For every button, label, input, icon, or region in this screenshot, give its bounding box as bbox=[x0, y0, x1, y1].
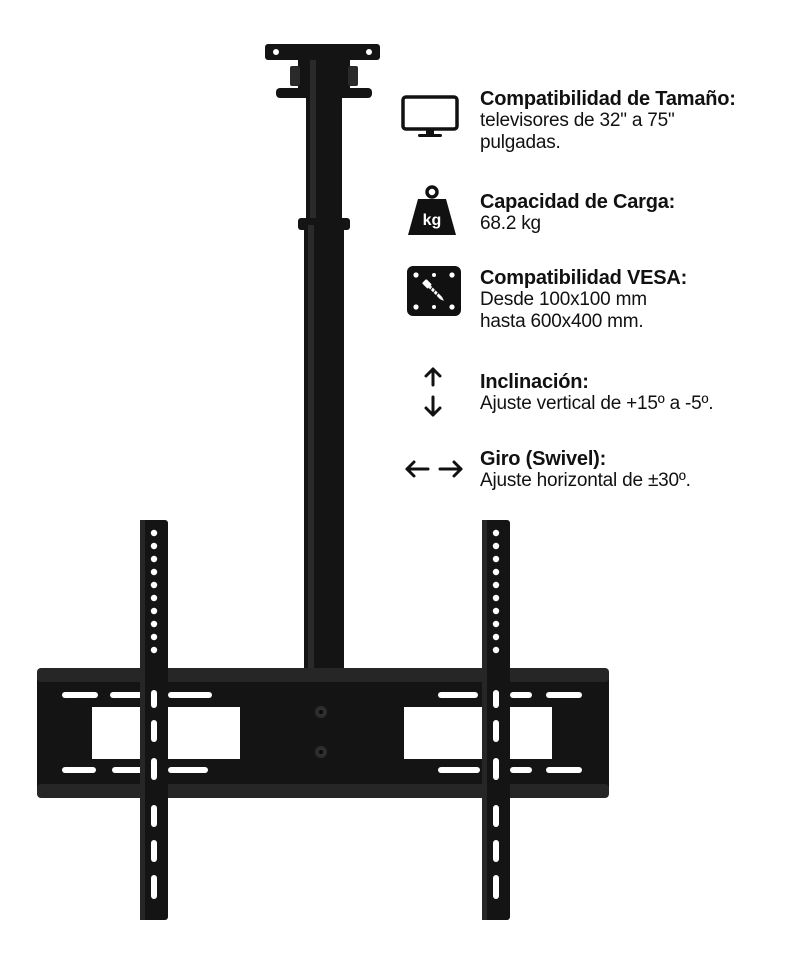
feature-title: Compatibilidad de Tamaño: bbox=[480, 88, 736, 110]
feature-title: Compatibilidad VESA: bbox=[480, 267, 688, 289]
tilt-arrows-icon bbox=[424, 367, 442, 417]
feature-description: Ajuste horizontal de ±30º. bbox=[480, 470, 691, 491]
swivel-arrows-icon bbox=[405, 460, 463, 478]
left-vertical-bracket bbox=[140, 520, 168, 920]
feature-description: televisores de 32" a 75" pulgadas. bbox=[480, 110, 675, 153]
feature-description: 68.2 kg bbox=[480, 213, 541, 234]
weight-kg-icon: kg bbox=[408, 185, 456, 235]
horizontal-plate bbox=[37, 668, 609, 798]
feature-title: Capacidad de Carga: bbox=[480, 191, 676, 213]
vesa-pattern-icon bbox=[407, 266, 461, 316]
feature-description: Ajuste vertical de +15º a -5º. bbox=[480, 393, 714, 414]
weight-kg-icon-label: kg bbox=[423, 212, 442, 229]
feature-title: Giro (Swivel): bbox=[480, 448, 607, 470]
feature-title: Inclinación: bbox=[480, 371, 589, 393]
tv-icon bbox=[401, 95, 459, 137]
right-vertical-bracket bbox=[482, 520, 510, 920]
feature-description: Desde 100x100 mm hasta 600x400 mm. bbox=[480, 289, 647, 332]
